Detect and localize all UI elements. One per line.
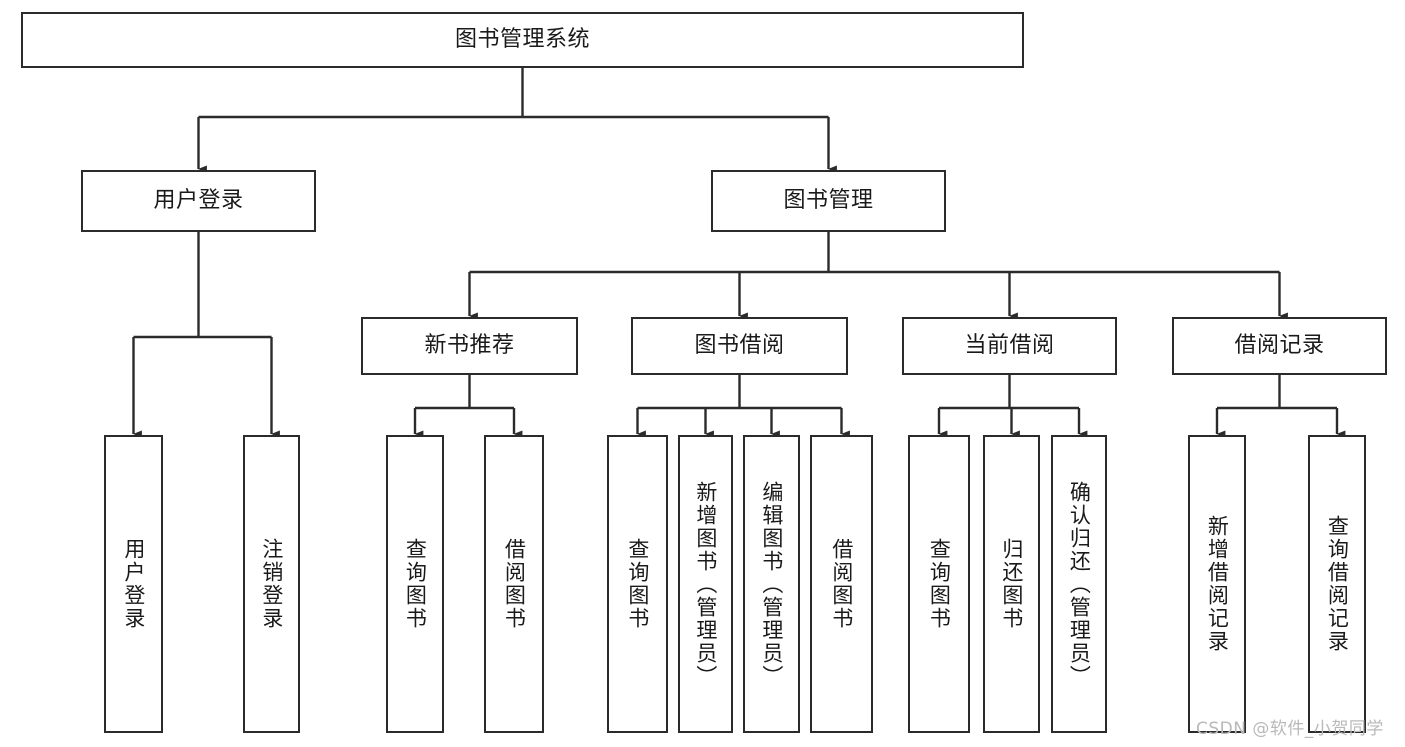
node-label: 图书管理系统	[454, 26, 590, 52]
watermark: CSDN @软件_小贺同学	[1196, 719, 1384, 739]
node-leaf-query-book-2[interactable]: 查询图书	[607, 435, 668, 733]
node-label: 图书管理	[783, 187, 874, 213]
node-new-book-rec[interactable]: 新书推荐	[361, 317, 578, 375]
node-current-borrow[interactable]: 当前借阅	[902, 317, 1117, 375]
node-leaf-add-record[interactable]: 新增借阅记录	[1188, 435, 1246, 733]
node-label: 借阅记录	[1234, 332, 1325, 358]
node-leaf-user-login[interactable]: 用户登录	[104, 435, 163, 733]
node-leaf-query-record[interactable]: 查询借阅记录	[1308, 435, 1366, 733]
node-user-login[interactable]: 用户登录	[81, 170, 316, 232]
node-label: 图书借阅	[694, 332, 785, 358]
node-root[interactable]: 图书管理系统	[21, 12, 1024, 68]
node-label: 当前借阅	[964, 332, 1055, 358]
node-label: 用户登录	[153, 187, 244, 213]
node-label: 注销登录	[259, 538, 284, 630]
node-book-borrow[interactable]: 图书借阅	[631, 317, 848, 375]
node-label: 编辑图书（管理员）	[759, 480, 784, 688]
node-label: 用户登录	[121, 538, 146, 630]
node-leaf-query-book-1[interactable]: 查询图书	[386, 435, 444, 733]
node-label: 新增图书（管理员）	[693, 480, 718, 688]
node-leaf-borrow-book-1[interactable]: 借阅图书	[484, 435, 544, 733]
node-label: 查询图书	[403, 538, 428, 630]
node-label: 查询图书	[927, 538, 952, 630]
node-label: 新书推荐	[424, 332, 515, 358]
node-leaf-borrow-book-2[interactable]: 借阅图书	[810, 435, 873, 733]
node-leaf-add-book[interactable]: 新增图书（管理员）	[678, 435, 733, 733]
node-book-manage[interactable]: 图书管理	[711, 170, 946, 232]
node-leaf-user-logout[interactable]: 注销登录	[243, 435, 300, 733]
node-label: 新增借阅记录	[1205, 515, 1230, 653]
node-leaf-confirm-return[interactable]: 确认归还（管理员）	[1051, 435, 1107, 733]
node-borrow-record[interactable]: 借阅记录	[1172, 317, 1387, 375]
node-leaf-return-book[interactable]: 归还图书	[983, 435, 1040, 733]
node-leaf-edit-book[interactable]: 编辑图书（管理员）	[743, 435, 800, 733]
node-label: 确认归还（管理员）	[1067, 480, 1092, 688]
node-label: 借阅图书	[502, 538, 527, 630]
node-leaf-query-book-3[interactable]: 查询图书	[908, 435, 970, 733]
node-label: 归还图书	[999, 538, 1024, 630]
node-label: 查询图书	[625, 538, 650, 630]
node-label: 借阅图书	[829, 538, 854, 630]
node-label: 查询借阅记录	[1325, 515, 1350, 653]
